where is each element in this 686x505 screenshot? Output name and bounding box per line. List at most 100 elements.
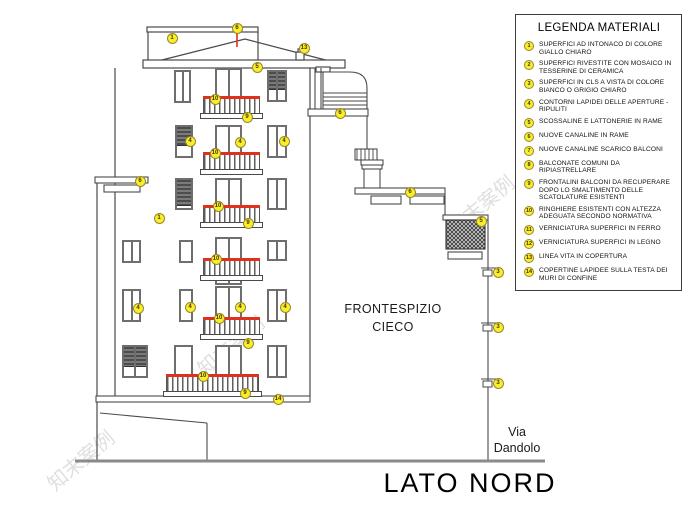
- legend-item: 10 RINGHIERE ESISTENTI CON ALTEZZA ADEGU…: [522, 205, 676, 221]
- callout-4-marker: 4: [132, 302, 144, 314]
- legend-item-text: SCOSSALINE E LATTONERIE IN RAME: [539, 117, 663, 125]
- legend-item-text: SUPERFICI IN CLS A VISTA DI COLORE BIANC…: [539, 79, 665, 94]
- street-label: Via Dandolo: [488, 424, 546, 456]
- legend-item-text: FRONTALINI BALCONI DA RECUPERARE DOPO LO…: [539, 178, 670, 202]
- legend-item: 13 LINEA VITA IN COPERTURA: [522, 252, 676, 263]
- window-mullion: [181, 72, 184, 101]
- balcony: [200, 317, 263, 340]
- callout-5-marker: 5: [475, 215, 487, 227]
- balcony-handrail: [203, 317, 260, 320]
- legend-item-text: CONTORNI LAPIDEI DELLE APERTURE - RIPULI…: [539, 98, 669, 114]
- callout-4-marker: 4: [184, 135, 196, 147]
- legend-item-number-badge: 13: [524, 252, 534, 263]
- window-with-shutter: [175, 178, 193, 210]
- legend-item-text: SUPERFICI RIVESTITE CON MOSAICO IN TESSE…: [539, 60, 672, 75]
- legend-item-text: NUOVE CANALINE IN RAME: [539, 131, 629, 139]
- balcony-handrail: [203, 152, 260, 155]
- legend-item-number-badge: 6: [524, 131, 534, 142]
- callout-5-marker: 5: [251, 61, 263, 73]
- callout-14-marker: 14: [272, 393, 284, 405]
- stair-tower: [307, 68, 369, 188]
- callout-10-marker: 10: [197, 370, 209, 382]
- window-mullion: [227, 180, 230, 226]
- window: [174, 70, 191, 103]
- legend-item-number-badge: 11: [524, 224, 534, 235]
- legend-item-number-badge: 12: [524, 238, 534, 249]
- balcony-handrail: [166, 374, 259, 377]
- window-mullion: [276, 72, 278, 100]
- window: [267, 240, 287, 261]
- blind-wall-label-line2: CIECO: [372, 320, 414, 334]
- window-mullion: [134, 347, 136, 376]
- balcony-slab: [200, 113, 263, 119]
- window-mullion: [227, 347, 230, 383]
- legend-item-text: NUOVE CANALINE SCARICO BALCONI: [539, 145, 663, 153]
- facade-outline: [96, 68, 311, 461]
- balcony-slab: [200, 222, 263, 228]
- legend-item-text: SUPERFICI AD INTONACO DI COLORE GIALLO C…: [539, 41, 663, 56]
- window-mullion: [276, 242, 278, 259]
- window-mullion: [130, 291, 133, 320]
- callout-9-marker: 9: [242, 217, 254, 229]
- callout-10-marker: 10: [210, 253, 222, 265]
- legend-item-number-badge: 10: [524, 205, 534, 216]
- callout-9-marker: 9: [241, 111, 253, 123]
- legend-item-number-badge: 1: [524, 41, 534, 51]
- window-mullion: [227, 70, 230, 116]
- legend-item-text: LINEA VITA IN COPERTURA: [539, 252, 628, 260]
- balcony: [200, 258, 263, 281]
- legend-title: LEGENDA MATERIALI: [537, 22, 661, 34]
- legend-item-number-badge: 9: [524, 178, 534, 189]
- legend-item: 1 SUPERFICI AD INTONACO DI COLORE GIALLO…: [522, 41, 676, 56]
- window: [179, 240, 193, 263]
- callout-10-marker: 10: [212, 200, 224, 212]
- balcony: [163, 374, 262, 397]
- legend-item: 3 SUPERFICI IN CLS A VISTA DI COLORE BIA…: [522, 79, 676, 94]
- materials-legend: LEGENDA MATERIALI 1 SUPERFICI AD INTONAC…: [515, 14, 682, 291]
- balcony-handrail: [203, 205, 260, 208]
- legend-item-text: BALCONATE COMUNI DA RIPIASTRELLARE: [539, 159, 620, 175]
- callout-4-marker: 4: [184, 301, 196, 313]
- balcony-slab: [200, 169, 263, 175]
- legend-item-number-badge: 3: [524, 79, 534, 90]
- right-wing: [354, 187, 489, 461]
- blind-wall-label-line1: FRONTESPIZIO: [344, 302, 442, 316]
- legend-item-text: VERNICIATURA SUPERFICI IN LEGNO: [539, 238, 661, 246]
- street-label-line1: Via: [508, 425, 526, 439]
- legend-item-number-badge: 2: [524, 60, 534, 71]
- legend-item: 11 VERNICIATURA SUPERFICI IN FERRO: [522, 224, 676, 235]
- callout-4-marker: 4: [279, 301, 291, 313]
- legend-item: 5 SCOSSALINE E LATTONERIE IN RAME: [522, 117, 676, 128]
- legend-item-number-badge: 7: [524, 145, 534, 156]
- balcony-railing: [203, 155, 260, 169]
- window: [267, 178, 287, 210]
- blind-wall-label: FRONTESPIZIO CIECO: [328, 300, 458, 336]
- callout-10-marker: 10: [209, 93, 221, 105]
- callout-1-marker: 1: [166, 32, 178, 44]
- window-with-shutter: [175, 125, 193, 158]
- callout-6-marker: 6: [404, 186, 416, 198]
- legend-item-number-badge: 14: [524, 266, 534, 277]
- balcony-slab: [200, 334, 263, 340]
- balcony-handrail: [203, 96, 260, 99]
- balcony-railing: [166, 377, 259, 391]
- legend-item-number-badge: 4: [524, 98, 534, 109]
- window-mullion: [276, 180, 278, 208]
- window-with-shutter: [122, 345, 148, 378]
- callout-9-marker: 9: [239, 387, 251, 399]
- legend-item-text: RINGHIERE ESISTENTI CON ALTEZZA ADEGUATA…: [539, 205, 661, 221]
- callout-4-marker: 4: [278, 135, 290, 147]
- legend-item: 2 SUPERFICI RIVESTITE CON MOSAICO IN TES…: [522, 60, 676, 75]
- neighbour-roof: [94, 176, 149, 193]
- legend-item: 8 BALCONATE COMUNI DA RIPIASTRELLARE: [522, 159, 676, 175]
- callout-13-marker: 13: [298, 42, 310, 54]
- legend-item-number-badge: 8: [524, 159, 534, 170]
- balcony: [200, 152, 263, 175]
- legend-item-number-badge: 5: [524, 117, 534, 128]
- balcony-slab: [200, 275, 263, 281]
- legend-item: 7 NUOVE CANALINE SCARICO BALCONI: [522, 145, 676, 156]
- window-mullion: [276, 347, 278, 376]
- callout-6-marker: 6: [334, 107, 346, 119]
